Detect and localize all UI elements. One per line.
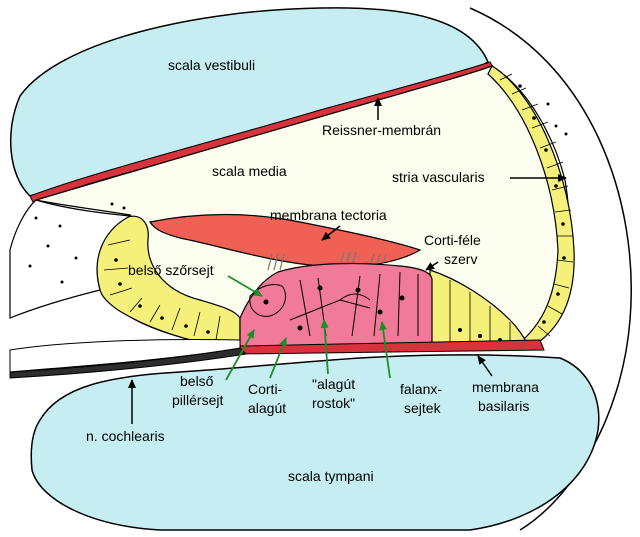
arrow-belso-szorsejt (227, 275, 263, 297)
label-scala-vestibuli: scala vestibuli (168, 57, 255, 73)
green-pointer-arrows (225, 275, 391, 381)
arrow-membrana-basilaris (477, 355, 493, 377)
label-falanx-sejtek-line1: falanx- (400, 381, 442, 397)
arrow-falanx-sejtek (379, 321, 391, 379)
label-scala-tympani: scala tympani (288, 468, 374, 484)
organ-cell-outlines (249, 271, 419, 337)
arrow-tectoria (321, 225, 341, 241)
label-belso-pillersejt-line2: pillérsejt (172, 392, 223, 408)
bone-dots (28, 216, 78, 284)
label-corti-szerv-line1: Corti-féle (424, 232, 481, 248)
arrow-corti-szerv (425, 261, 439, 271)
nerve-fiber-bundle (9, 347, 248, 379)
label-corti-alagut-line1: Corti- (248, 381, 283, 397)
label-belso-szorsejt: belső szőrsejt (128, 262, 214, 278)
label-n-cochlearis: n. cochlearis (86, 428, 165, 444)
label-corti-szerv-line2: szerv (444, 251, 477, 267)
label-belso-pillersejt-line1: belső (180, 373, 214, 389)
label-scala-media: scala media (212, 163, 287, 179)
membrana-tectoria-shape (149, 213, 422, 268)
arrow-corti-alagut (269, 337, 287, 379)
label-corti-alagut-line2: alagút (248, 400, 286, 416)
label-membrana-basilaris-line2: basilaris (478, 398, 529, 414)
label-alagut-rostok-line1: "alagút (312, 376, 355, 392)
label-stria-vascularis: stria vascularis (392, 169, 485, 185)
cell-dividers (103, 73, 574, 350)
spiral-lamina (9, 199, 133, 319)
black-pointer-arrows (128, 97, 567, 424)
nerve-sheath (9, 338, 241, 373)
scala-tympani-region (30, 354, 600, 531)
label-membrana-basilaris-line1: membrana (472, 379, 539, 395)
organ-nuclei (263, 285, 405, 331)
label-falanx-sejtek-line2: sejtek (404, 400, 442, 416)
label-alagut-rostok-line2: rostok" (312, 395, 355, 411)
arrow-alagut-rostok (320, 319, 329, 375)
arrow-belso-pillersejt (225, 329, 255, 381)
label-membrana-tectoria: membrana tectoria (270, 207, 387, 223)
label-reissner-membran: Reissner-membrán (322, 122, 441, 138)
